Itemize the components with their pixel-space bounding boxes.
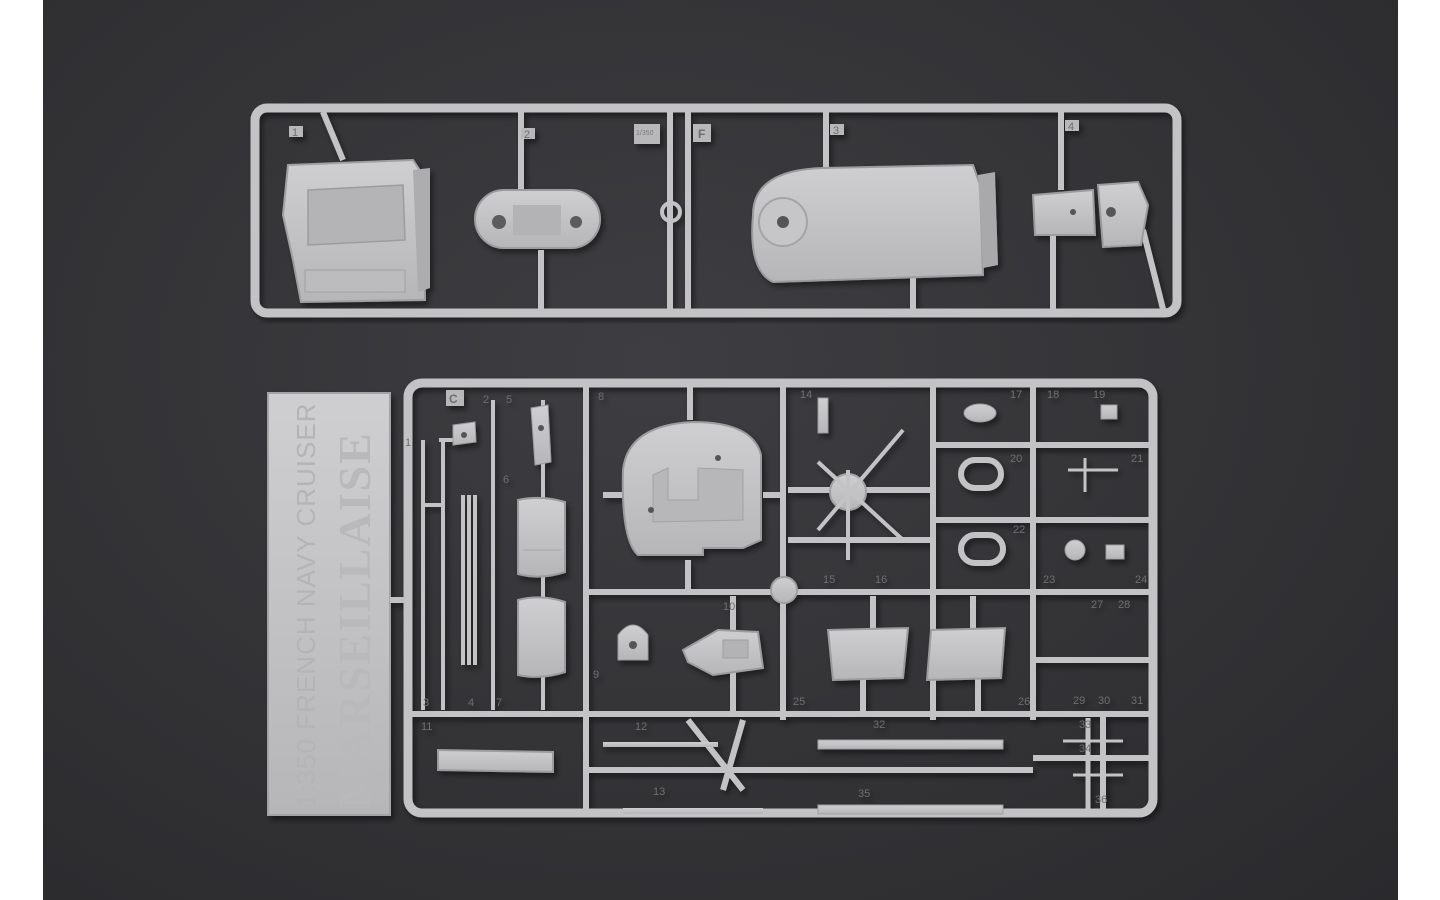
part-c23 [1064, 539, 1086, 561]
part-number-c28: 28 [1118, 599, 1130, 611]
part-number-c2: 2 [483, 394, 489, 406]
sprue-c: C 2 5 8 1 6 3 4 7 9 10 11 12 13 14 15 16… [403, 378, 1158, 818]
part-number-c21: 21 [1131, 453, 1143, 465]
sprue-f-tags: 1 2 1/350 F 3 4 [289, 120, 1079, 144]
part-c9 [617, 624, 649, 661]
part-number-c6: 6 [503, 474, 509, 486]
part-number-c9: 9 [593, 669, 599, 681]
part-c15-crane [816, 428, 905, 560]
scale-mark-f: 1/350 [636, 130, 654, 137]
part-number-c23: 23 [1043, 574, 1055, 586]
part-number-c16: 16 [875, 574, 887, 586]
part-number-c24: 24 [1135, 574, 1147, 586]
rods [425, 438, 477, 665]
gate-ring-f [660, 201, 682, 223]
part-c10 [681, 628, 765, 677]
sprue-c-frame [403, 378, 1158, 818]
part-number-c27: 27 [1091, 599, 1103, 611]
part-c11-bracket [437, 748, 554, 774]
part-c22 [958, 532, 1006, 566]
sprue-c-runners [412, 387, 1149, 809]
part-number-f1: 1 [292, 127, 298, 139]
part-number-c29: 29 [1073, 695, 1085, 707]
plate-line2: MARSEILLAISE [329, 431, 380, 808]
sprue-letter-c: C [449, 392, 458, 406]
part-number-f2: 2 [524, 129, 530, 141]
part-number-c14: 14 [800, 389, 812, 401]
part-number-c20: 20 [1010, 453, 1022, 465]
part-number-c33: 33 [1079, 719, 1091, 731]
part-number-c13: 13 [653, 786, 665, 798]
part-c7-shield-lower [517, 596, 566, 678]
part-c8-turret [621, 420, 762, 556]
part-c19 [1100, 404, 1118, 420]
part-c25-plate [826, 626, 910, 682]
part-number-c31: 31 [1131, 695, 1143, 707]
part-number-c10: 10 [723, 601, 735, 613]
sprue-f-runners [320, 110, 1166, 310]
part-f3-hull [751, 163, 998, 284]
part-c24 [1105, 544, 1125, 560]
plate-line1: 1:350 FRENCH NAVY CRUISER [291, 403, 321, 808]
part-number-c5: 5 [506, 394, 512, 406]
sprue-photo: 1 2 1/350 F 3 4 1:350 FRENCH NAVY CRUISE… [250, 103, 1182, 818]
part-f2-capsule [474, 189, 601, 249]
part-c12-strip [603, 742, 718, 747]
part-number-f4: 4 [1068, 121, 1074, 133]
part-c13-ladder [623, 808, 763, 814]
sprue-c-tags: C 2 5 8 1 6 3 4 7 9 10 11 12 13 14 15 16… [405, 389, 1147, 806]
sprue-f-frame [250, 103, 1182, 318]
part-number-c7: 7 [496, 697, 502, 709]
part-number-c8: 8 [598, 391, 604, 403]
part-c6 [530, 404, 552, 466]
part-number-c34: 34 [1079, 743, 1091, 755]
part-number-c35: 35 [858, 788, 870, 800]
part-number-c3: 3 [423, 697, 429, 709]
part-number-c11: 11 [421, 721, 432, 733]
part-number-c19: 19 [1093, 389, 1105, 401]
part-number-c1: 1 [405, 437, 411, 449]
part-c21 [1068, 458, 1118, 492]
part-number-c15: 15 [823, 574, 835, 586]
part-number-c25: 25 [793, 696, 805, 708]
part-c14 [817, 397, 829, 434]
part-number-c30: 30 [1098, 695, 1110, 707]
part-number-c32: 32 [873, 719, 885, 731]
part-number-c17: 17 [1010, 389, 1022, 401]
sprue-f: 1 2 1/350 F 3 4 [250, 103, 1182, 318]
part-c32-bar [817, 739, 1004, 750]
photo: 1 2 1/350 F 3 4 1:350 FRENCH NAVY CRUISE… [43, 0, 1398, 900]
part-c33-parts [1063, 739, 1123, 777]
part-f4-bracket [1031, 180, 1150, 249]
sprue-letter-f: F [698, 127, 705, 141]
part-c20 [958, 457, 1004, 491]
part-number-c36: 36 [1095, 794, 1107, 806]
part-number-c22: 22 [1013, 524, 1025, 536]
gate-ring-c [770, 576, 798, 604]
part-c7-shield-upper [517, 496, 566, 578]
part-number-f3: 3 [833, 125, 839, 137]
sprue-c-name-plate: 1:350 FRENCH NAVY CRUISER MARSEILLAISE [267, 392, 410, 816]
part-c17 [963, 403, 997, 423]
part-number-c4: 4 [468, 697, 474, 709]
part-number-c18: 18 [1047, 389, 1059, 401]
part-f1-box [281, 158, 430, 304]
part-c36-comb [817, 804, 1004, 815]
part-c5 [452, 421, 477, 446]
part-number-c12: 12 [635, 721, 647, 733]
part-c26-plate [925, 626, 1007, 682]
part-number-c26: 26 [1018, 696, 1030, 708]
